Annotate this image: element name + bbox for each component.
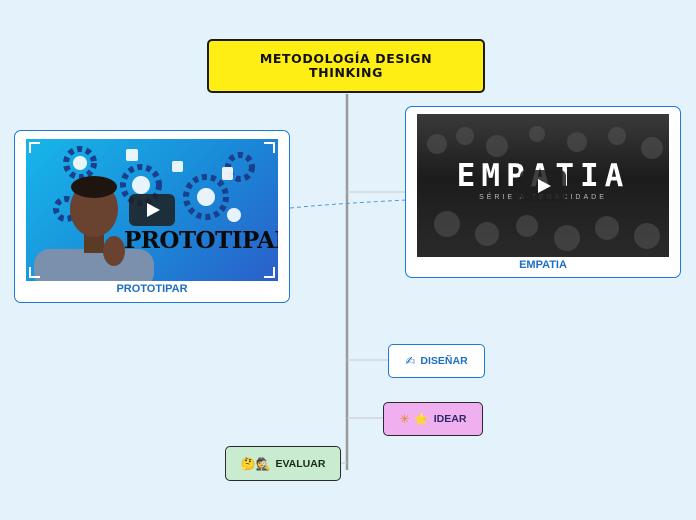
prototipar-video-thumbnail[interactable]: PROTOTIPAR xyxy=(26,139,278,281)
prototipar-image-text: PROTOTIPAR xyxy=(124,227,278,254)
evaluar-label: EVALUAR xyxy=(275,457,326,470)
play-icon[interactable] xyxy=(520,170,566,202)
sparkle-star-icon: ✳ ⭐ xyxy=(399,412,429,426)
disenar-label: DISEÑAR xyxy=(420,355,468,367)
prototipar-card[interactable]: PROTOTIPAR PROTOTIPAR xyxy=(14,130,290,303)
relation-dashed xyxy=(289,199,407,209)
person-figure xyxy=(34,176,154,281)
empatia-caption: EMPATIA xyxy=(519,259,567,271)
empatia-video-thumbnail[interactable]: EMPATIA SÉRIE A TENACIDADE xyxy=(417,114,669,257)
pencil-icon: ✍ xyxy=(405,354,416,368)
central-topic-label: METODOLOGÍA DESIGN THINKING xyxy=(259,51,433,80)
central-topic[interactable]: METODOLOGÍA DESIGN THINKING xyxy=(207,39,485,93)
evaluar-node[interactable]: 🤔🕵 EVALUAR xyxy=(225,446,341,481)
prototipar-caption: PROTOTIPAR xyxy=(116,283,188,295)
disenar-node[interactable]: ✍ DISEÑAR xyxy=(388,344,485,378)
play-icon[interactable] xyxy=(129,194,175,226)
thinking-detective-icon: 🤔🕵 xyxy=(240,456,271,471)
idear-node[interactable]: ✳ ⭐ IDEAR xyxy=(383,402,483,436)
crowd-image xyxy=(427,126,663,251)
gears-illustration xyxy=(29,142,275,281)
idear-label: IDEAR xyxy=(433,413,467,425)
empatia-card[interactable]: EMPATIA SÉRIE A TENACIDADE EMPATIA xyxy=(405,106,681,278)
